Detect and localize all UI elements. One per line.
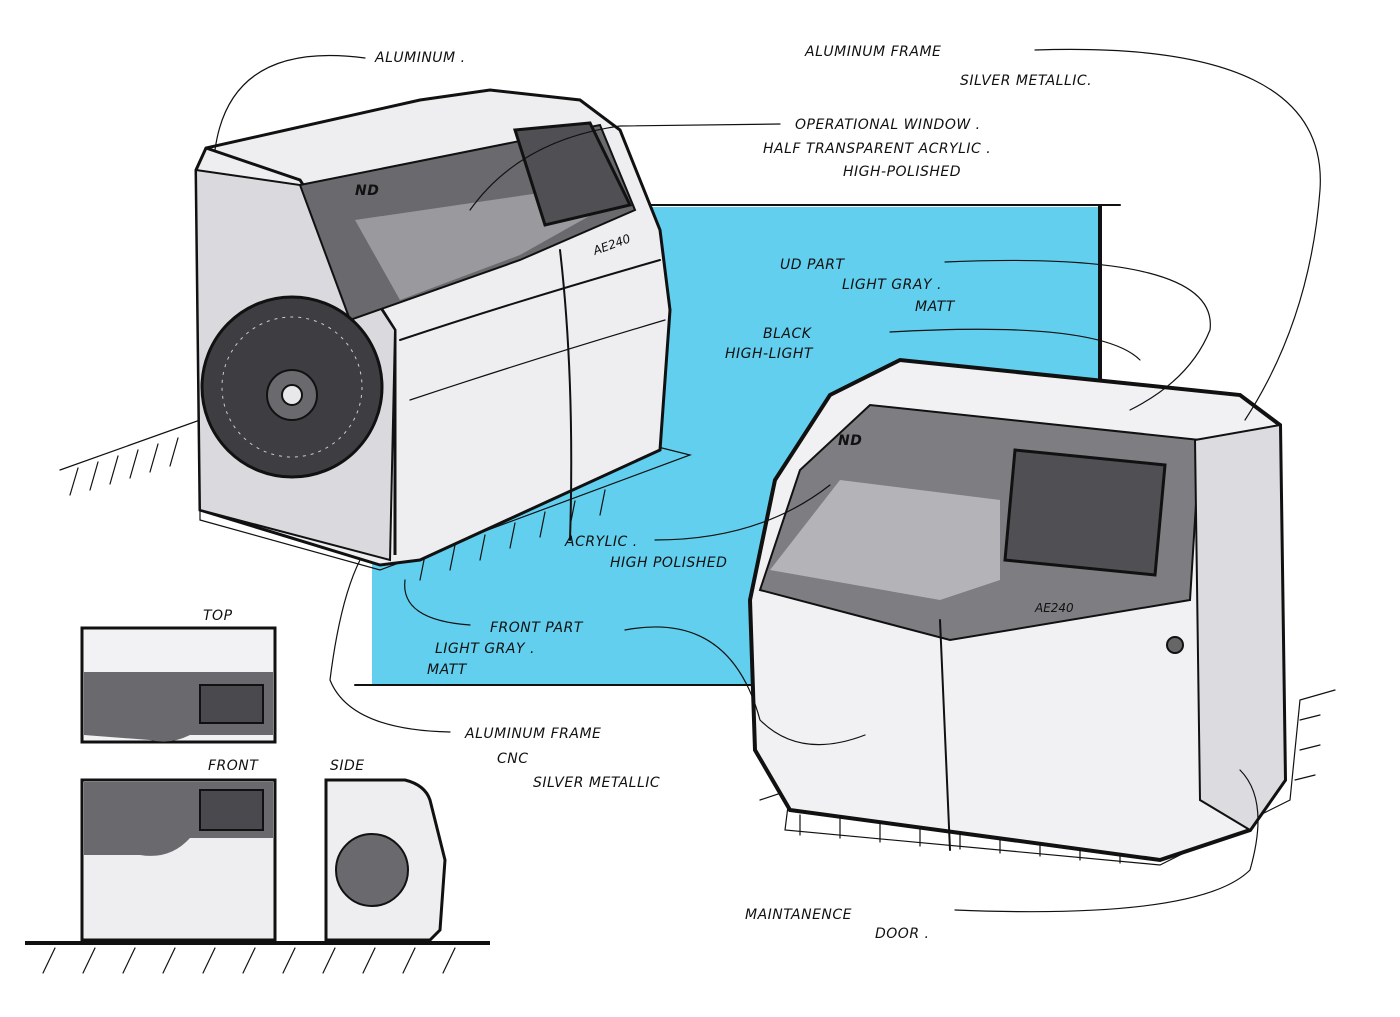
label-front-light-gray: LIGHT GRAY . (435, 641, 535, 657)
label-acrylic: ACRYLIC . (564, 534, 638, 550)
right-model-label: AE240 (1034, 601, 1074, 615)
label-silver-metallic-bottom: SILVER METALLIC (533, 775, 660, 791)
label-ud-matt: MATT (915, 299, 956, 315)
label-ud-light-gray: LIGHT GRAY . (842, 277, 942, 293)
label-aluminum-frame-bottom: ALUMINUM FRAME (464, 726, 601, 742)
label-front-part: FRONT PART (490, 620, 584, 636)
left-machine-sketch: ND AE240 (59, 88, 693, 581)
view-label-side: SIDE (330, 758, 365, 774)
side-view (324, 778, 447, 942)
label-front-matt: MATT (427, 662, 468, 678)
right-machine-sketch: ND AE240 (747, 357, 1336, 866)
front-view (80, 778, 277, 942)
top-view (80, 626, 277, 744)
label-aluminum: ALUMINUM . (374, 50, 466, 66)
annotations: ALUMINUM . ALUMINUM FRAME SILVER METALLI… (203, 44, 1092, 942)
label-ud-part: UD PART (780, 257, 846, 273)
label-high-polished: HIGH POLISHED (610, 555, 727, 571)
right-logo: ND (838, 433, 862, 449)
label-cnc: CNC (497, 751, 529, 767)
label-maintenance: MAINTANENCE (745, 907, 852, 923)
leader-lines (214, 48, 1321, 913)
view-label-front: FRONT (208, 758, 259, 774)
view-label-top: TOP (203, 608, 233, 624)
left-logo: ND (355, 183, 379, 199)
label-high-light: HIGH-LIGHT (725, 346, 814, 362)
label-half-transparent: HALF TRANSPARENT ACRYLIC . (763, 141, 991, 157)
label-operational-window: OPERATIONAL WINDOW . (795, 117, 981, 133)
label-black: BLACK (763, 326, 813, 342)
label-aluminum-frame-top: ALUMINUM FRAME (804, 44, 941, 60)
label-silver-metallic-top: SILVER METALLIC. (960, 73, 1092, 89)
label-high-polished-top: HIGH-POLISHED (843, 164, 961, 180)
label-door: DOOR . (875, 926, 929, 942)
ground-line (25, 941, 490, 974)
